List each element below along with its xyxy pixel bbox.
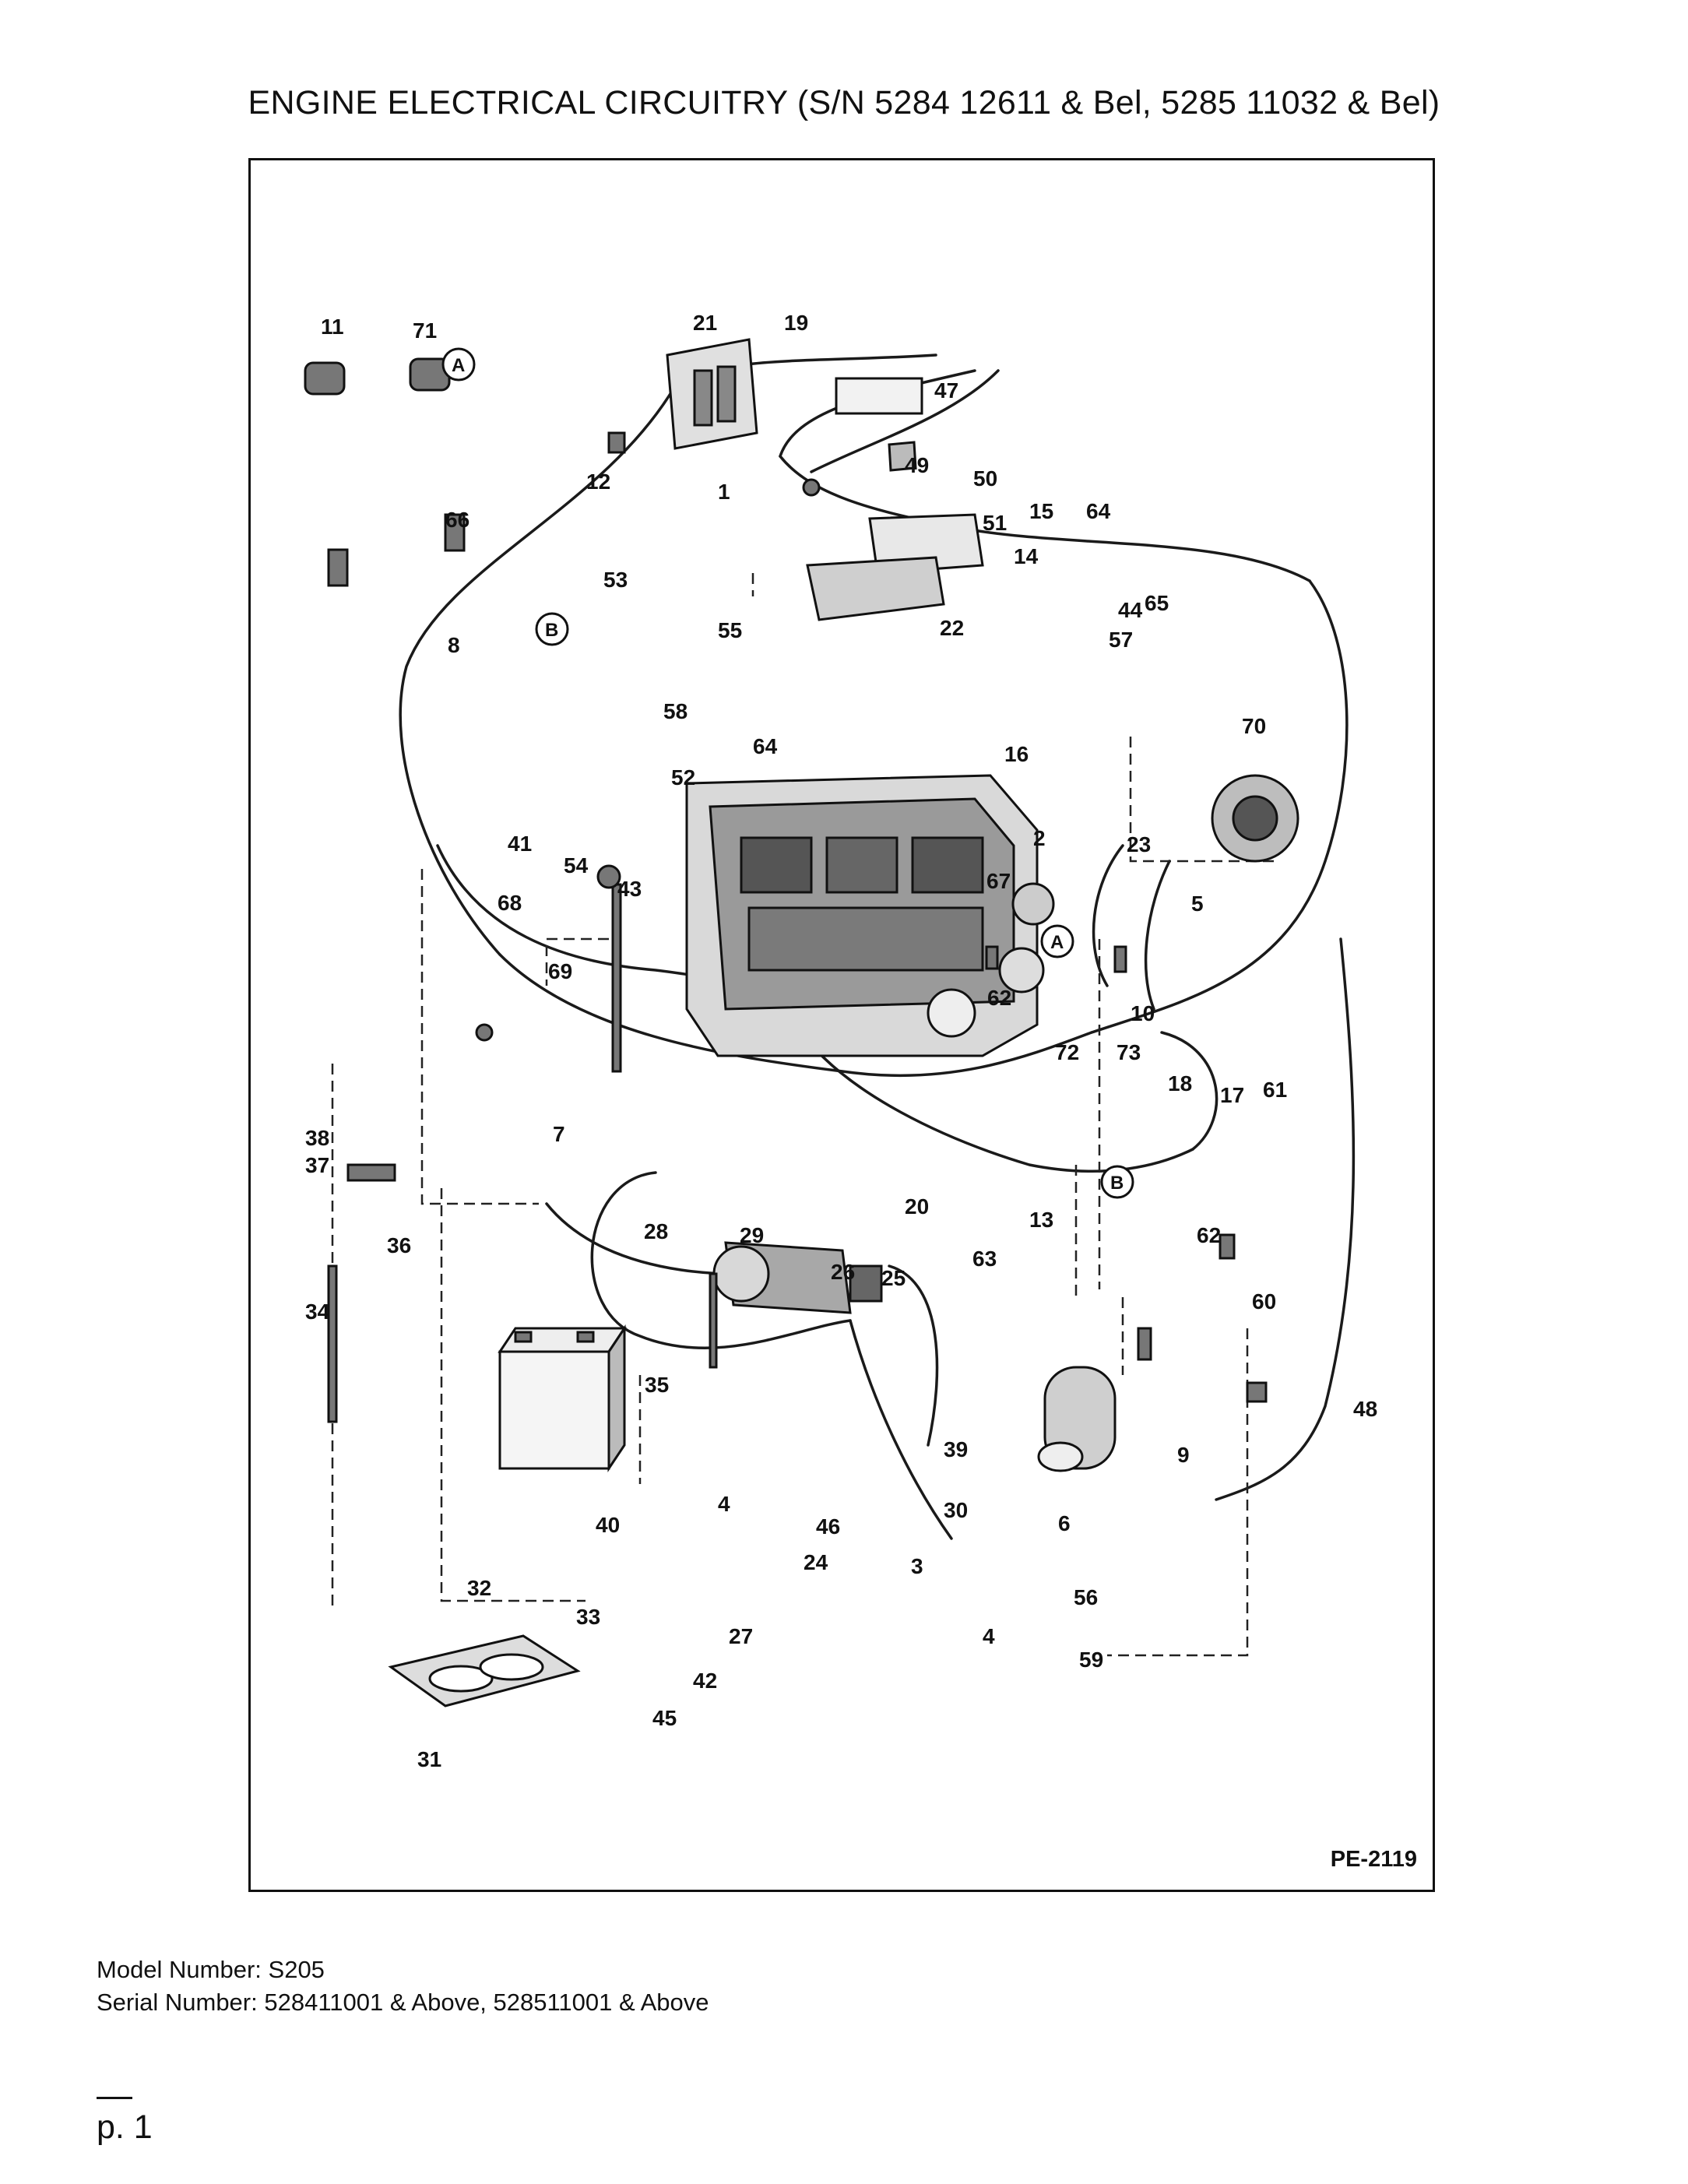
callout-label: 51 <box>983 511 1007 535</box>
callout-label: 23 <box>1127 832 1151 856</box>
serial-number: Serial Number: 528411001 & Above, 528511… <box>97 1989 709 2016</box>
callout-label: 67 <box>986 869 1011 893</box>
callout-label: 57 <box>1109 628 1133 652</box>
callout-label: 32 <box>467 1576 491 1600</box>
callout-label: 10 <box>1131 1001 1155 1025</box>
callout-label: 53 <box>603 568 628 592</box>
alternator-icon <box>1211 774 1299 863</box>
callout-label: 25 <box>881 1266 906 1290</box>
callout-label: 62 <box>987 986 1011 1010</box>
callout-label: 37 <box>305 1153 329 1177</box>
callout-label: 38 <box>305 1126 329 1150</box>
callout-label: 33 <box>576 1605 600 1629</box>
callout-label: 62 <box>1197 1223 1221 1247</box>
callout-label: 28 <box>644 1219 668 1243</box>
callout-label: 4 <box>983 1624 995 1648</box>
page-rule <box>97 2097 132 2099</box>
callout-label: 44 <box>1118 598 1143 622</box>
callout-label: 40 <box>596 1513 620 1537</box>
callout-label: 39 <box>944 1437 968 1461</box>
callout-label: 36 <box>387 1233 411 1257</box>
callout-label: 52 <box>671 765 695 790</box>
callout-label: 61 <box>1263 1078 1287 1102</box>
callout-label: 63 <box>972 1247 997 1271</box>
callout-label: 34 <box>305 1299 330 1324</box>
callout-label: 73 <box>1117 1040 1141 1064</box>
callout-label: 45 <box>652 1706 677 1730</box>
callout-label: 22 <box>940 616 964 640</box>
callout-label: 17 <box>1220 1083 1244 1107</box>
callout-label: 64 <box>753 734 778 758</box>
callout-label: 41 <box>508 832 532 856</box>
callout-label: 35 <box>645 1373 669 1397</box>
callout-label: 15 <box>1029 499 1053 523</box>
circle-marker: A <box>452 355 465 376</box>
callout-label: 12 <box>586 470 610 494</box>
callout-label: 48 <box>1353 1397 1377 1421</box>
callout-label: 1 <box>718 480 730 504</box>
callout-label: 47 <box>934 378 958 403</box>
callout-label: 59 <box>1079 1648 1103 1672</box>
callout-label: 56 <box>1074 1585 1098 1609</box>
callout-label: 14 <box>1014 544 1039 568</box>
circle-marker: B <box>545 620 558 641</box>
callout-label: 20 <box>905 1194 929 1219</box>
callout-label: 43 <box>617 877 642 901</box>
callout-label: 26 <box>831 1260 855 1284</box>
callout-label: 6 <box>1058 1511 1071 1535</box>
callout-label: 18 <box>1168 1071 1192 1096</box>
circle-marker: A <box>1050 932 1064 953</box>
callout-label: 54 <box>564 853 589 877</box>
callout-label: 68 <box>498 891 522 915</box>
callout-label: 9 <box>1177 1443 1190 1467</box>
starter-icon <box>712 1241 883 1314</box>
callout-label: 4 <box>718 1492 730 1516</box>
callout-label: 71 <box>413 318 437 343</box>
callout-label: 19 <box>784 311 808 335</box>
callout-label: 72 <box>1055 1040 1079 1064</box>
circle-marker: B <box>1110 1173 1124 1194</box>
callout-label: 64 <box>1086 499 1111 523</box>
callout-label: 55 <box>718 618 742 642</box>
callout-label: 69 <box>548 959 572 983</box>
callout-label: 49 <box>905 453 929 477</box>
parts-diagram: A B A B 11 71 21 19 47 49 50 12 1 51 15 … <box>248 158 1435 1892</box>
callout-label: 27 <box>729 1624 753 1648</box>
callout-label: 29 <box>740 1223 764 1247</box>
callout-label: 50 <box>973 466 997 491</box>
drawing-id: PE-2119 <box>1330 1847 1417 1872</box>
callout-label: 30 <box>944 1498 968 1522</box>
callout-label: 8 <box>448 633 460 657</box>
callout-label: 65 <box>1145 591 1169 615</box>
callout-label: 5 <box>1191 892 1204 916</box>
wire-harness-icon: A B A B 11 71 21 19 47 49 50 12 1 51 15 … <box>304 311 1377 1771</box>
battery-icon <box>498 1324 627 1472</box>
callout-label: 2 <box>1033 826 1046 850</box>
page-number: p. 1 <box>97 2108 153 2146</box>
callout-label: 3 <box>911 1554 923 1578</box>
callout-label: 31 <box>417 1747 441 1771</box>
callout-label: 42 <box>693 1669 717 1693</box>
callout-label: 70 <box>1242 714 1266 738</box>
engine-icon <box>685 774 1055 1057</box>
callout-label: 21 <box>693 311 717 335</box>
callout-label: 13 <box>1029 1208 1053 1232</box>
callout-label: 66 <box>445 508 469 532</box>
callout-label: 58 <box>663 699 688 723</box>
callout-label: 11 <box>321 315 344 339</box>
callout-label: 60 <box>1252 1289 1276 1314</box>
model-number: Model Number: S205 <box>97 1956 325 1983</box>
callout-label: 16 <box>1004 742 1029 766</box>
callout-label: 46 <box>816 1514 840 1539</box>
page-title: ENGINE ELECTRICAL CIRCUITRY (S/N 5284 12… <box>248 84 1440 121</box>
controller-icon <box>666 338 984 621</box>
callout-label: 24 <box>804 1550 828 1574</box>
callout-label: 7 <box>553 1122 565 1146</box>
